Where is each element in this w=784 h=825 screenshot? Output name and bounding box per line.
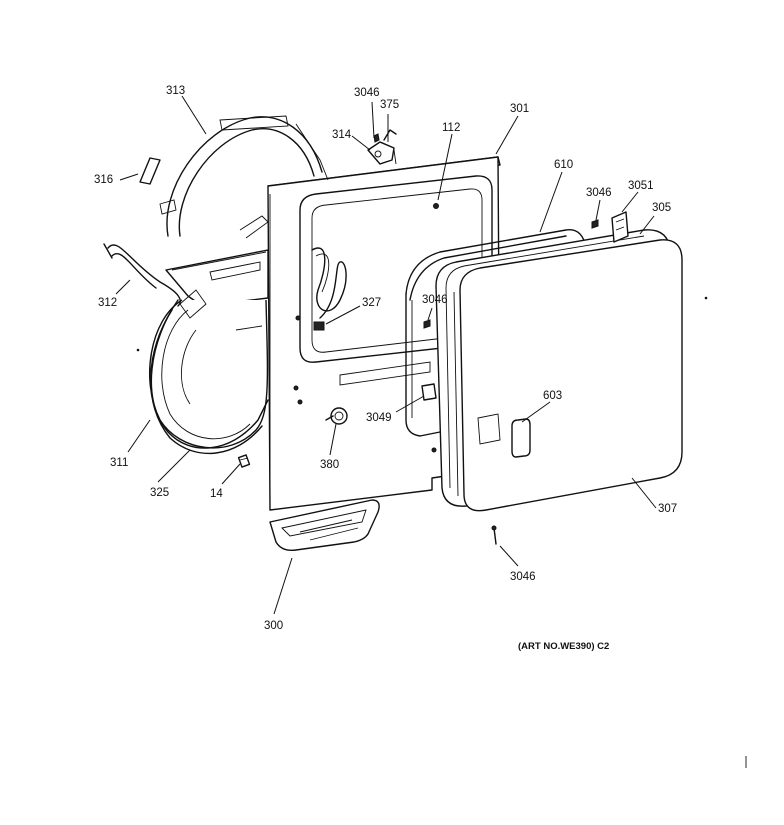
bulkhead-frame <box>159 115 329 237</box>
label-14: 14 <box>210 488 223 500</box>
label-312: 312 <box>98 297 117 309</box>
door-seal-duct <box>149 289 269 455</box>
toe-panel <box>269 499 380 552</box>
felt-pad <box>139 157 161 185</box>
label-3051: 3051 <box>628 180 654 192</box>
label-311: 311 <box>110 457 128 469</box>
latch-strike <box>421 383 437 401</box>
label-313: 313 <box>166 85 185 97</box>
label-603: 603 <box>543 390 562 402</box>
label-3046-mid: 3046 <box>422 294 448 306</box>
front-bulkhead <box>149 215 269 449</box>
label-305: 305 <box>652 202 671 214</box>
felt-seal <box>103 243 181 307</box>
label-3046-top: 3046 <box>354 87 380 99</box>
label-3049: 3049 <box>366 412 392 424</box>
label-316: 316 <box>94 174 113 186</box>
label-610: 610 <box>554 159 573 171</box>
top-hinge <box>367 129 397 165</box>
label-300: 300 <box>264 620 283 632</box>
label-301: 301 <box>510 103 529 115</box>
screw-14 <box>237 454 251 468</box>
label-112: 112 <box>442 122 460 134</box>
callout-leaders <box>115 95 657 615</box>
door-outer-panel <box>453 239 683 512</box>
door-gasket <box>405 229 587 437</box>
label-307: 307 <box>658 503 677 515</box>
label-325: 325 <box>150 487 169 499</box>
label-375: 375 <box>380 99 399 111</box>
knob <box>325 407 348 425</box>
label-380: 380 <box>320 459 339 471</box>
label-314: 314 <box>332 129 352 141</box>
wire-harness <box>311 247 347 331</box>
label-3046-right: 3046 <box>586 187 612 199</box>
edge-marks <box>136 296 747 768</box>
door-hinge <box>611 211 629 243</box>
label-3046-bottom: 3046 <box>510 571 536 583</box>
screws-3046 <box>373 133 599 545</box>
art-number: (ART NO.WE390) C2 <box>518 641 609 652</box>
callout-labels: 313 316 312 311 325 14 300 380 3046 375 … <box>94 85 677 652</box>
label-327: 327 <box>362 297 381 309</box>
